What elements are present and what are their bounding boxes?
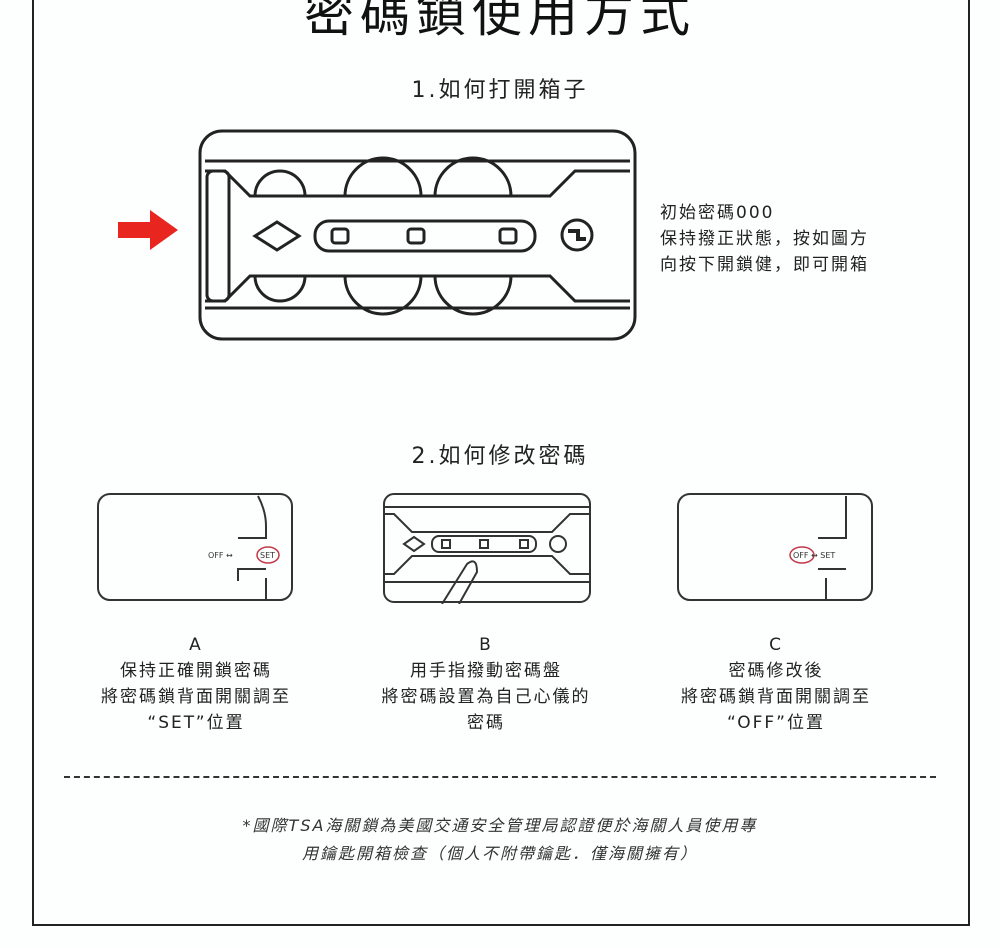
page-title: 密碼鎖使用方式 (304, 0, 696, 43)
lock-back-set-illustration: OFF ↔ SET (97, 493, 293, 601)
step-b-caption: B 用手指撥動密碼盤 將密碼設置為自己心儀的 密碼 (346, 632, 626, 736)
section2-heading: 2.如何修改密碼 (411, 444, 589, 469)
lock-dial-finger-illustration (383, 493, 591, 604)
step-letter: A (189, 635, 203, 655)
step-line: “OFF”位置 (727, 713, 825, 733)
note-line: 保持撥正狀態，按如圖方 (660, 229, 869, 249)
dashed-divider (64, 776, 936, 778)
step-line: 將密碼鎖背面開關調至 (681, 687, 871, 707)
footnote-line: *國際TSA海關鎖為美國交通安全管理局認證便於海關人員使用專 (242, 816, 758, 835)
frame-border (32, 0, 970, 926)
step-letter: B (479, 635, 493, 655)
step-a-caption: A 保持正確開鎖密碼 將密碼鎖背面開關調至 “SET”位置 (56, 632, 336, 736)
red-arrow-icon (118, 210, 178, 250)
step-line: “SET”位置 (147, 713, 245, 733)
step-line: 密碼修改後 (728, 661, 824, 681)
svg-text:OFF ↔ SET: OFF ↔ SET (793, 551, 835, 560)
lock-front-illustration (198, 129, 637, 341)
step-c-caption: C 密碼修改後 將密碼鎖背面開關調至 “OFF”位置 (636, 632, 916, 736)
footnote-line: 用鑰匙開箱檢查（個人不附帶鑰匙．僅海關擁有） (301, 844, 698, 863)
step-line: 保持正確開鎖密碼 (120, 661, 272, 681)
step-line: 用手指撥動密碼盤 (410, 661, 562, 681)
svg-text:SET: SET (260, 551, 275, 560)
footnote: *國際TSA海關鎖為美國交通安全管理局認證便於海關人員使用專 用鑰匙開箱檢查（個… (0, 812, 1000, 868)
step-line: 將密碼鎖背面開關調至 (101, 687, 291, 707)
step-line: 密碼 (467, 713, 505, 733)
lock-back-off-illustration: OFF ↔ SET (677, 493, 873, 601)
step-line: 將密碼設置為自己心儀的 (381, 687, 591, 707)
svg-text:OFF ↔: OFF ↔ (208, 551, 233, 560)
section1-heading: 1.如何打開箱子 (411, 78, 589, 103)
note-line: 初始密碼000 (660, 203, 775, 223)
open-instructions: 初始密碼000 保持撥正狀態，按如圖方 向按下開鎖健，即可開箱 (660, 200, 869, 278)
note-line: 向按下開鎖健，即可開箱 (660, 255, 869, 275)
step-letter: C (769, 635, 783, 655)
